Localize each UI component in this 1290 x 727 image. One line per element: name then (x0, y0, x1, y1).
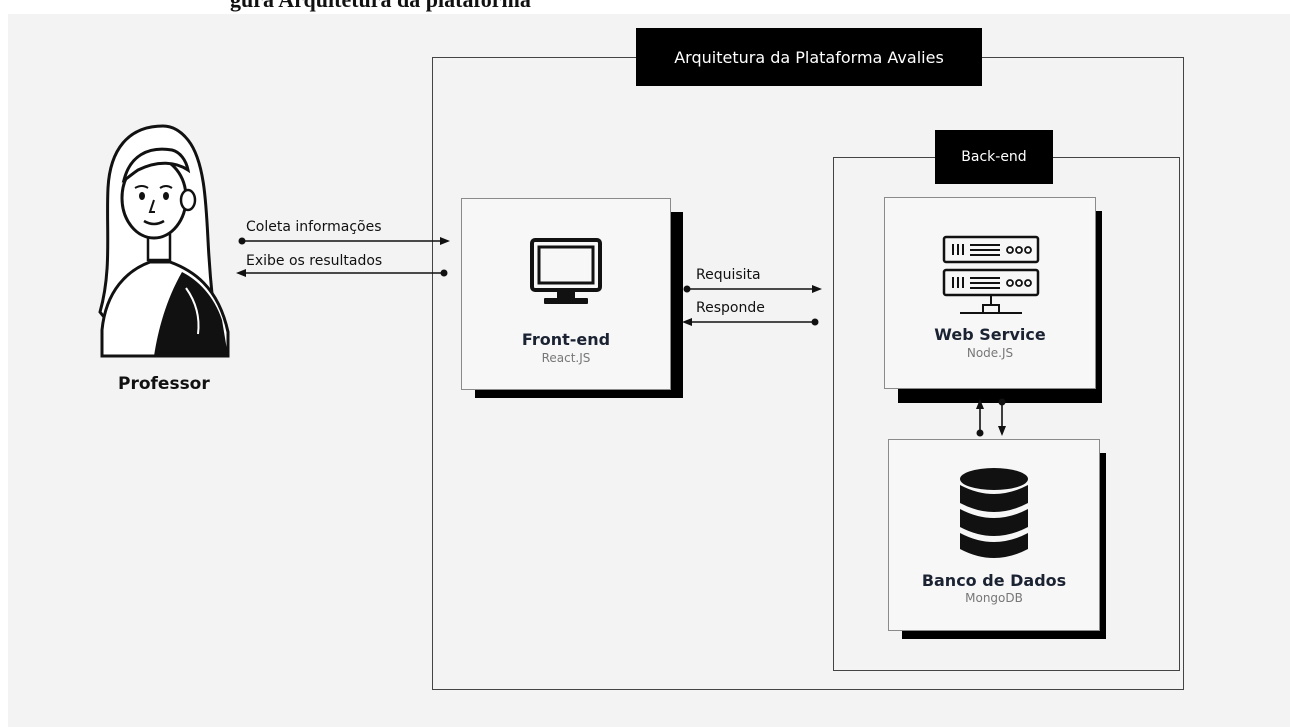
database-icon (960, 468, 1028, 558)
webservice-tech: Node.JS (966, 346, 1014, 360)
arrow-db-down (998, 398, 1006, 436)
webservice-title: Web Service (934, 325, 1046, 344)
woman-user-icon (98, 124, 230, 358)
arrow-request (683, 285, 822, 293)
request-label: Requisita (696, 267, 761, 283)
database-tech: MongoDB (965, 591, 1023, 605)
arrow-db-up (976, 399, 984, 437)
collect-label: Coleta informações (246, 219, 382, 235)
figure-caption-cropped: gura Arquitetura da plataforma (230, 0, 531, 13)
server-icon (942, 235, 1040, 314)
monitor-icon (530, 238, 602, 304)
backend-tag: Back-end (935, 130, 1053, 184)
actor-name: Professor (118, 374, 210, 394)
platform-title: Arquitetura da Plataforma Avalies (674, 47, 944, 67)
frontend-card: Front-end React.JS (461, 198, 671, 390)
webservice-card: Web Service Node.JS (884, 197, 1096, 389)
platform-title-tag: Arquitetura da Plataforma Avalies (636, 28, 982, 86)
database-title: Banco de Dados (921, 571, 1067, 590)
respond-label: Responde (696, 300, 765, 316)
database-card: Banco de Dados MongoDB (888, 439, 1100, 631)
arrow-collect (238, 237, 450, 245)
backend-tag-label: Back-end (961, 149, 1027, 165)
frontend-tech: React.JS (541, 351, 591, 365)
frontend-title: Front-end (521, 330, 611, 349)
display-label: Exibe os resultados (246, 253, 383, 269)
arrow-respond (682, 318, 819, 326)
arrow-display (236, 269, 448, 277)
